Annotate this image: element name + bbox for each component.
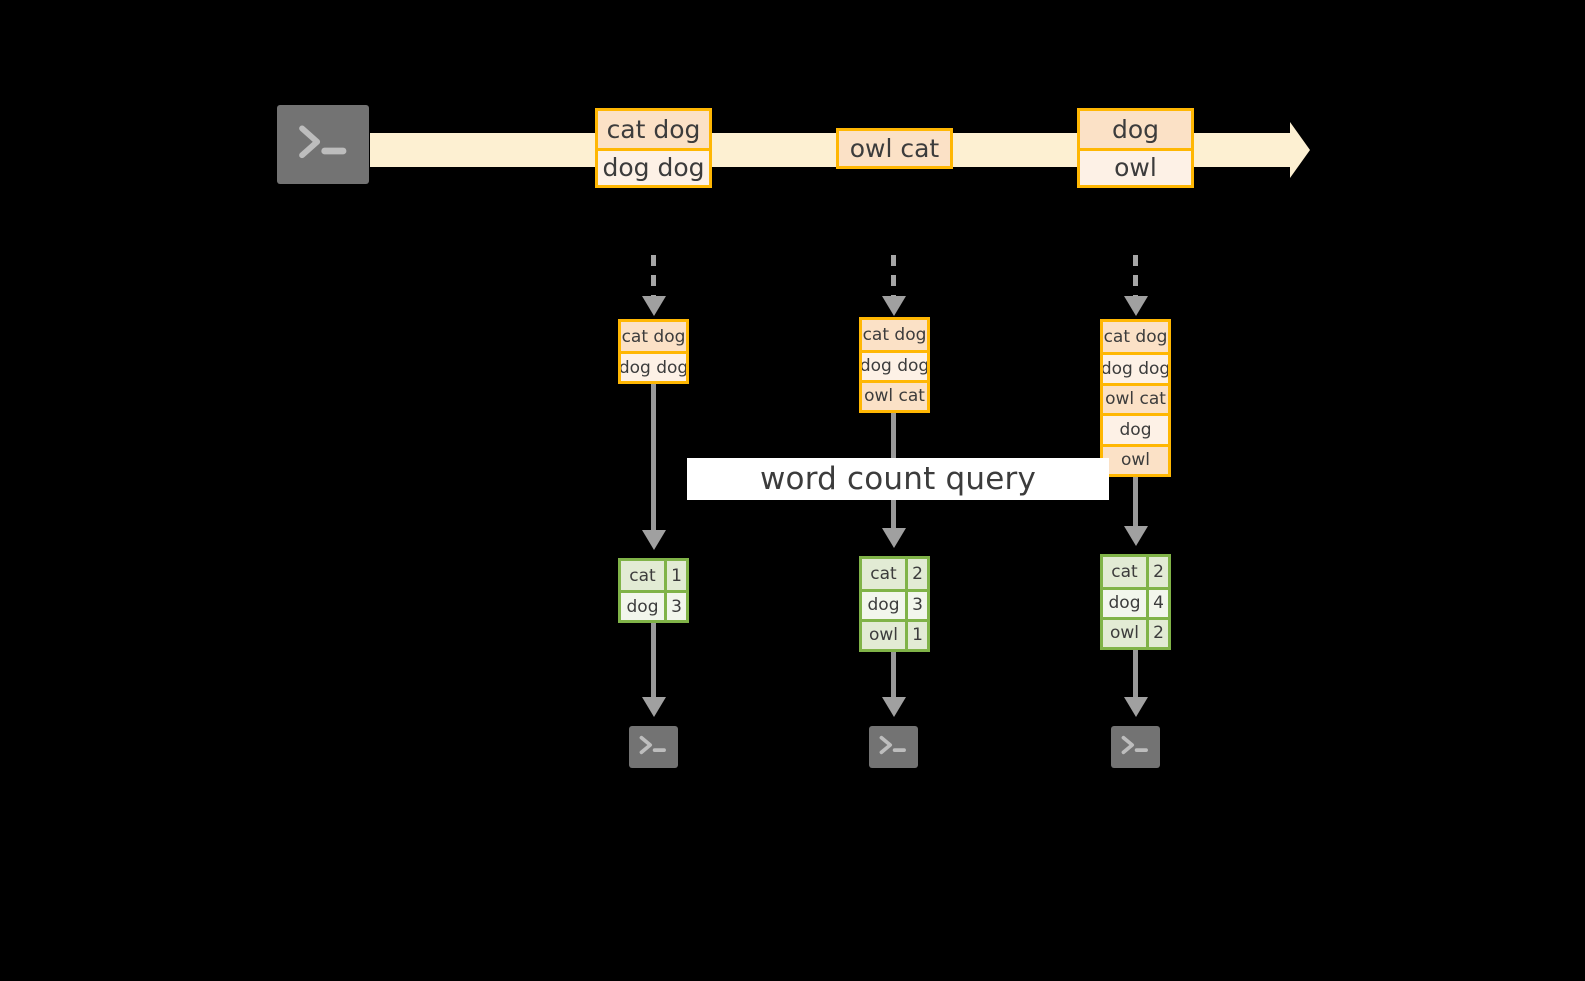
stream-event-line: owl <box>1080 147 1191 185</box>
snapshot-1-result-table: cat 1 dog 3 <box>618 558 689 623</box>
snapshot-2-records: cat dog dog dog owl cat <box>859 317 930 413</box>
snapshot-record-line: dog dog <box>1103 352 1168 383</box>
snapshot-trigger-dashed-line-2 <box>891 255 896 297</box>
arrow-head-icon <box>882 528 906 548</box>
result-row: dog 4 <box>1103 586 1168 617</box>
result-word: cat <box>862 559 908 589</box>
consumer-terminal-icon-3[interactable] <box>1102 717 1169 777</box>
snapshot-2-result-table: cat 2 dog 3 owl 1 <box>859 556 930 652</box>
result-row: dog 3 <box>862 588 927 619</box>
snapshot-trigger-dashed-line-1 <box>651 255 656 297</box>
result-output-connector-1 <box>651 623 656 699</box>
result-count: 2 <box>912 563 923 584</box>
stream-event-line: dog <box>1080 111 1191 148</box>
snapshot-3-result-table: cat 2 dog 4 owl 2 <box>1100 554 1171 650</box>
stream-event-group-3: dog owl <box>1077 108 1194 188</box>
stream-event-line: cat dog <box>598 111 709 148</box>
result-word: dog <box>1103 589 1149 617</box>
snapshot-record-line: cat dog <box>621 322 686 352</box>
result-count: 2 <box>1153 561 1164 582</box>
result-count: 3 <box>671 596 682 617</box>
result-row: owl 1 <box>862 618 927 649</box>
terminal-prompt-glyph <box>299 125 347 159</box>
terminal-prompt-glyph <box>639 735 666 755</box>
result-word: cat <box>1103 557 1149 587</box>
right-arrow-icon <box>1290 122 1310 178</box>
result-count: 2 <box>1153 623 1164 644</box>
query-connector-3 <box>1133 477 1138 529</box>
terminal-prompt-glyph <box>879 735 906 755</box>
producer-terminal-icon[interactable] <box>268 96 378 193</box>
result-word: owl <box>862 621 908 649</box>
result-word: dog <box>862 591 908 619</box>
arrow-head-icon <box>882 697 906 717</box>
arrow-head-icon <box>642 296 666 316</box>
snapshot-3-records: cat dog dog dog owl cat dog owl <box>1100 319 1171 477</box>
result-count: 1 <box>671 565 682 586</box>
snapshot-record-line: owl <box>1103 443 1168 474</box>
result-count: 4 <box>1153 593 1164 614</box>
result-output-connector-2 <box>891 652 896 699</box>
snapshot-trigger-dashed-line-3 <box>1133 255 1138 297</box>
result-word: owl <box>1103 619 1149 647</box>
arrow-head-icon <box>1124 296 1148 316</box>
result-row: cat 2 <box>1103 557 1168 587</box>
arrow-head-icon <box>642 530 666 550</box>
snapshot-record-line: dog dog <box>862 349 927 380</box>
consumer-terminal-icon-2[interactable] <box>860 717 927 777</box>
result-word: cat <box>621 561 667 591</box>
result-row: owl 2 <box>1103 616 1168 647</box>
result-count: 1 <box>912 625 923 646</box>
snapshot-record-line: owl cat <box>1103 382 1168 414</box>
result-row: cat 2 <box>862 559 927 589</box>
arrow-head-icon <box>1124 526 1148 546</box>
stream-event-group-1: cat dog dog dog <box>595 108 712 188</box>
result-word: dog <box>621 593 667 620</box>
snapshot-record-line: dog dog <box>621 351 686 381</box>
arrow-head-icon <box>882 296 906 316</box>
snapshot-record-line: dog <box>1103 413 1168 444</box>
query-connector-1 <box>651 384 656 532</box>
snapshot-1-records: cat dog dog dog <box>618 319 689 384</box>
stream-event-line: owl cat <box>839 131 950 166</box>
result-count: 3 <box>912 595 923 616</box>
terminal-prompt-glyph <box>1121 735 1148 755</box>
arrow-head-icon <box>642 697 666 717</box>
stream-event-group-2: owl cat <box>836 128 953 169</box>
consumer-terminal-icon-1[interactable] <box>620 717 687 777</box>
query-label: word count query <box>687 458 1109 500</box>
snapshot-record-line: owl cat <box>862 379 927 410</box>
arrow-head-icon <box>1124 697 1148 717</box>
snapshot-record-line: cat dog <box>1103 322 1168 353</box>
result-row: dog 3 <box>621 590 686 620</box>
result-output-connector-3 <box>1133 650 1138 699</box>
snapshot-record-line: cat dog <box>862 320 927 350</box>
stream-event-line: dog dog <box>598 147 709 185</box>
result-row: cat 1 <box>621 561 686 591</box>
